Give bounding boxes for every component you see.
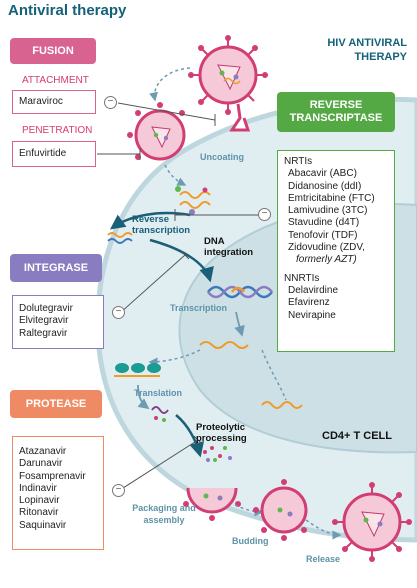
cd4-receptor bbox=[229, 103, 251, 132]
virus-attaching bbox=[188, 35, 268, 115]
cd4-cell-label: CD4+ T CELL bbox=[322, 430, 392, 442]
drug-atazanavir: Atazanavir bbox=[19, 446, 67, 457]
reverse-transcriptase-drug-box: NRTIs Abacavir (ABC) Didanosine (ddI) Em… bbox=[277, 150, 395, 352]
penetration-drug-box: Enfuvirtide bbox=[12, 141, 96, 167]
drug-delavirdine: Delavirdine bbox=[288, 284, 339, 296]
drug-saquinavir: Saquinavir bbox=[19, 519, 67, 531]
drug-zidovudine: Zidovudine (ZDV, bbox=[288, 242, 365, 254]
drug-darunavir: Darunavir bbox=[19, 458, 63, 470]
drug-efavirenz: Efavirenz bbox=[288, 297, 330, 309]
penetration-label: PENETRATION bbox=[22, 125, 93, 136]
inhibit-icon: − bbox=[112, 484, 125, 497]
attachment-drug-box: Maraviroc bbox=[12, 90, 96, 114]
drug-lopinavir: Lopinavir bbox=[19, 495, 60, 507]
drug-lamivudine: Lamivudine (3TC) bbox=[288, 205, 368, 217]
step-reverse-transcription: Reverse transcription bbox=[132, 214, 191, 236]
drug-ritonavir: Ritonavir bbox=[19, 507, 59, 519]
step-translation: Translation bbox=[134, 388, 183, 398]
drug-didanosine: Didanosine (ddI) bbox=[288, 180, 362, 192]
step-dna-integration: DNA integration bbox=[204, 236, 254, 258]
drug-nevirapine: Nevirapine bbox=[288, 309, 336, 321]
attachment-label: ATTACHMENT bbox=[22, 75, 89, 86]
drug-zidovudine-alias: formerly AZT) bbox=[296, 254, 357, 266]
drug-dolutegravir: Dolutegravir bbox=[19, 303, 73, 314]
inhibit-icon: − bbox=[258, 208, 271, 221]
integrase-drug-box: Dolutegravir Elvitegravir Raltegravir bbox=[12, 295, 104, 349]
virus-budding bbox=[253, 479, 308, 541]
polyprotein bbox=[151, 406, 169, 414]
drug-fosamprenavir: Fosamprenavir bbox=[19, 470, 86, 482]
integrase-label: INTEGRASE bbox=[10, 254, 102, 282]
drug-enfuvirtide: Enfuvirtide bbox=[19, 148, 67, 159]
page-title: Antiviral therapy bbox=[8, 2, 127, 19]
drug-raltegravir: Raltegravir bbox=[19, 327, 68, 339]
drug-tenofovir: Tenofovir (TDF) bbox=[288, 229, 358, 241]
protease-drug-box: Atazanavir Darunavir Fosamprenavir Indin… bbox=[12, 436, 104, 550]
nnrti-header: NNRTIs bbox=[284, 272, 320, 284]
nrti-header: NRTIs bbox=[284, 156, 313, 167]
step-proteolytic-processing: Proteolytic processing bbox=[196, 422, 247, 444]
hiv-therapy-heading: HIV ANTIVIRAL THERAPY bbox=[327, 37, 407, 63]
inhibit-icon: − bbox=[112, 306, 125, 319]
drug-abacavir: Abacavir (ABC) bbox=[288, 168, 357, 180]
virus-fusing bbox=[127, 102, 186, 161]
inhibition-lines bbox=[97, 102, 270, 491]
virus-released bbox=[332, 482, 412, 562]
inhibit-icon: − bbox=[104, 96, 117, 109]
fusion-label: FUSION bbox=[10, 38, 96, 64]
step-packaging-assembly: Packaging and assembly bbox=[132, 503, 196, 525]
step-uncoating: Uncoating bbox=[200, 152, 244, 162]
step-transcription: Transcription bbox=[170, 303, 228, 313]
drug-indinavir: Indinavir bbox=[19, 482, 57, 494]
protease-label: PROTEASE bbox=[10, 390, 102, 418]
step-budding: Budding bbox=[232, 536, 269, 546]
drug-maraviroc: Maraviroc bbox=[19, 96, 63, 107]
step-release: Release bbox=[306, 554, 341, 564]
drug-emtricitabine: Emtricitabine (FTC) bbox=[288, 192, 375, 204]
drug-stavudine: Stavudine (d4T) bbox=[288, 217, 360, 229]
drug-elvitegravir: Elvitegravir bbox=[19, 315, 69, 327]
reverse-transcriptase-label: REVERSE TRANSCRIPTASE bbox=[277, 92, 395, 132]
host-dna-helix bbox=[207, 285, 273, 299]
ribosomes bbox=[115, 363, 161, 373]
